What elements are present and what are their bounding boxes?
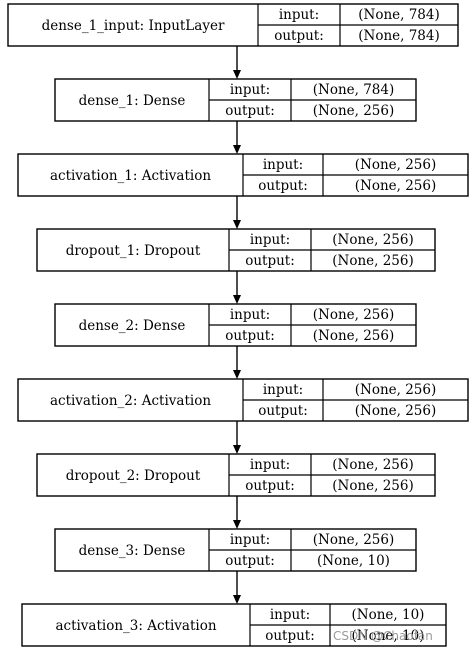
input-label: input: xyxy=(250,232,290,248)
layer-node: dense_2: Dense input: output: (None, 256) (N… xyxy=(54,303,417,347)
layer-node: dropout_1: Dropout input: output: (None, 25… xyxy=(36,228,436,272)
input-label: input: xyxy=(230,82,270,98)
arrowhead-icon xyxy=(233,145,241,154)
input-label: input: xyxy=(230,532,270,548)
arrowhead-icon xyxy=(233,295,241,304)
arrowhead-icon xyxy=(233,445,241,454)
edge-arrow xyxy=(233,196,241,229)
edge-arrow xyxy=(233,421,241,454)
nodes: dense_1_input: InputLayer input: output: (N… xyxy=(7,3,469,647)
watermark: CSDN @Chaofan xyxy=(333,629,433,643)
input-shape: (None, 10) xyxy=(352,607,425,623)
output-shape: (None, 10) xyxy=(317,553,390,569)
output-label: output: xyxy=(245,478,295,494)
edge-arrow xyxy=(233,571,241,604)
input-label: input: xyxy=(263,382,303,398)
output-label: output: xyxy=(225,103,275,119)
arrowhead-icon xyxy=(233,220,241,229)
input-label: input: xyxy=(270,607,310,623)
input-shape: (None, 256) xyxy=(313,307,395,323)
input-shape: (None, 256) xyxy=(313,532,395,548)
layer-node: activation_1: Activation input: output: (No… xyxy=(17,153,469,197)
layer-name: dense_1_input: InputLayer xyxy=(42,18,225,34)
input-label: input: xyxy=(279,7,319,23)
layer-name: dropout_1: Dropout xyxy=(66,243,201,259)
output-shape: (None, 784) xyxy=(358,28,440,44)
input-label: input: xyxy=(263,157,303,173)
edges xyxy=(233,46,241,604)
output-label: output: xyxy=(225,553,275,569)
output-label: output: xyxy=(265,628,315,644)
output-label: output: xyxy=(245,253,295,269)
layer-node: activation_2: Activation input: output: (No… xyxy=(17,378,469,422)
input-label: input: xyxy=(230,307,270,323)
output-shape: (None, 256) xyxy=(355,178,437,194)
arrowhead-icon xyxy=(233,595,241,604)
output-shape: (None, 10) xyxy=(352,628,425,644)
edge-arrow xyxy=(233,46,241,79)
arrowhead-icon xyxy=(233,70,241,79)
edge-arrow xyxy=(233,346,241,379)
layer-name: activation_2: Activation xyxy=(50,393,211,409)
arrowhead-icon xyxy=(233,520,241,529)
output-label: output: xyxy=(258,178,308,194)
input-shape: (None, 256) xyxy=(332,457,414,473)
input-label: input: xyxy=(250,457,290,473)
layer-node: dense_3: Dense input: output: (None, 256) (N… xyxy=(54,528,417,572)
output-shape: (None, 256) xyxy=(313,328,395,344)
layer-node: dropout_2: Dropout input: output: (None, 25… xyxy=(36,453,436,497)
layer-name: activation_1: Activation xyxy=(50,168,211,184)
edge-arrow xyxy=(233,271,241,304)
input-shape: (None, 784) xyxy=(358,7,440,23)
output-label: output: xyxy=(274,28,324,44)
input-shape: (None, 256) xyxy=(332,232,414,248)
layer-name: activation_3: Activation xyxy=(55,618,216,634)
layer-node: dense_1: Dense input: output: (None, 784) (N… xyxy=(54,78,417,122)
edge-arrow xyxy=(233,121,241,154)
output-shape: (None, 256) xyxy=(355,403,437,419)
layer-node: dense_1_input: InputLayer input: output: (N… xyxy=(7,3,459,47)
layer-name: dense_3: Dense xyxy=(79,543,186,559)
layer-name: dropout_2: Dropout xyxy=(66,468,201,484)
layer-name: dense_1: Dense xyxy=(79,93,186,109)
layer-node: activation_3: Activation input: output: (No… xyxy=(21,603,447,647)
input-shape: (None, 256) xyxy=(355,382,437,398)
output-shape: (None, 256) xyxy=(332,253,414,269)
output-label: output: xyxy=(225,328,275,344)
input-shape: (None, 256) xyxy=(355,157,437,173)
edge-arrow xyxy=(233,496,241,529)
layer-name: dense_2: Dense xyxy=(79,318,186,334)
output-shape: (None, 256) xyxy=(313,103,395,119)
input-shape: (None, 784) xyxy=(313,82,395,98)
output-label: output: xyxy=(258,403,308,419)
output-shape: (None, 256) xyxy=(332,478,414,494)
arrowhead-icon xyxy=(233,370,241,379)
